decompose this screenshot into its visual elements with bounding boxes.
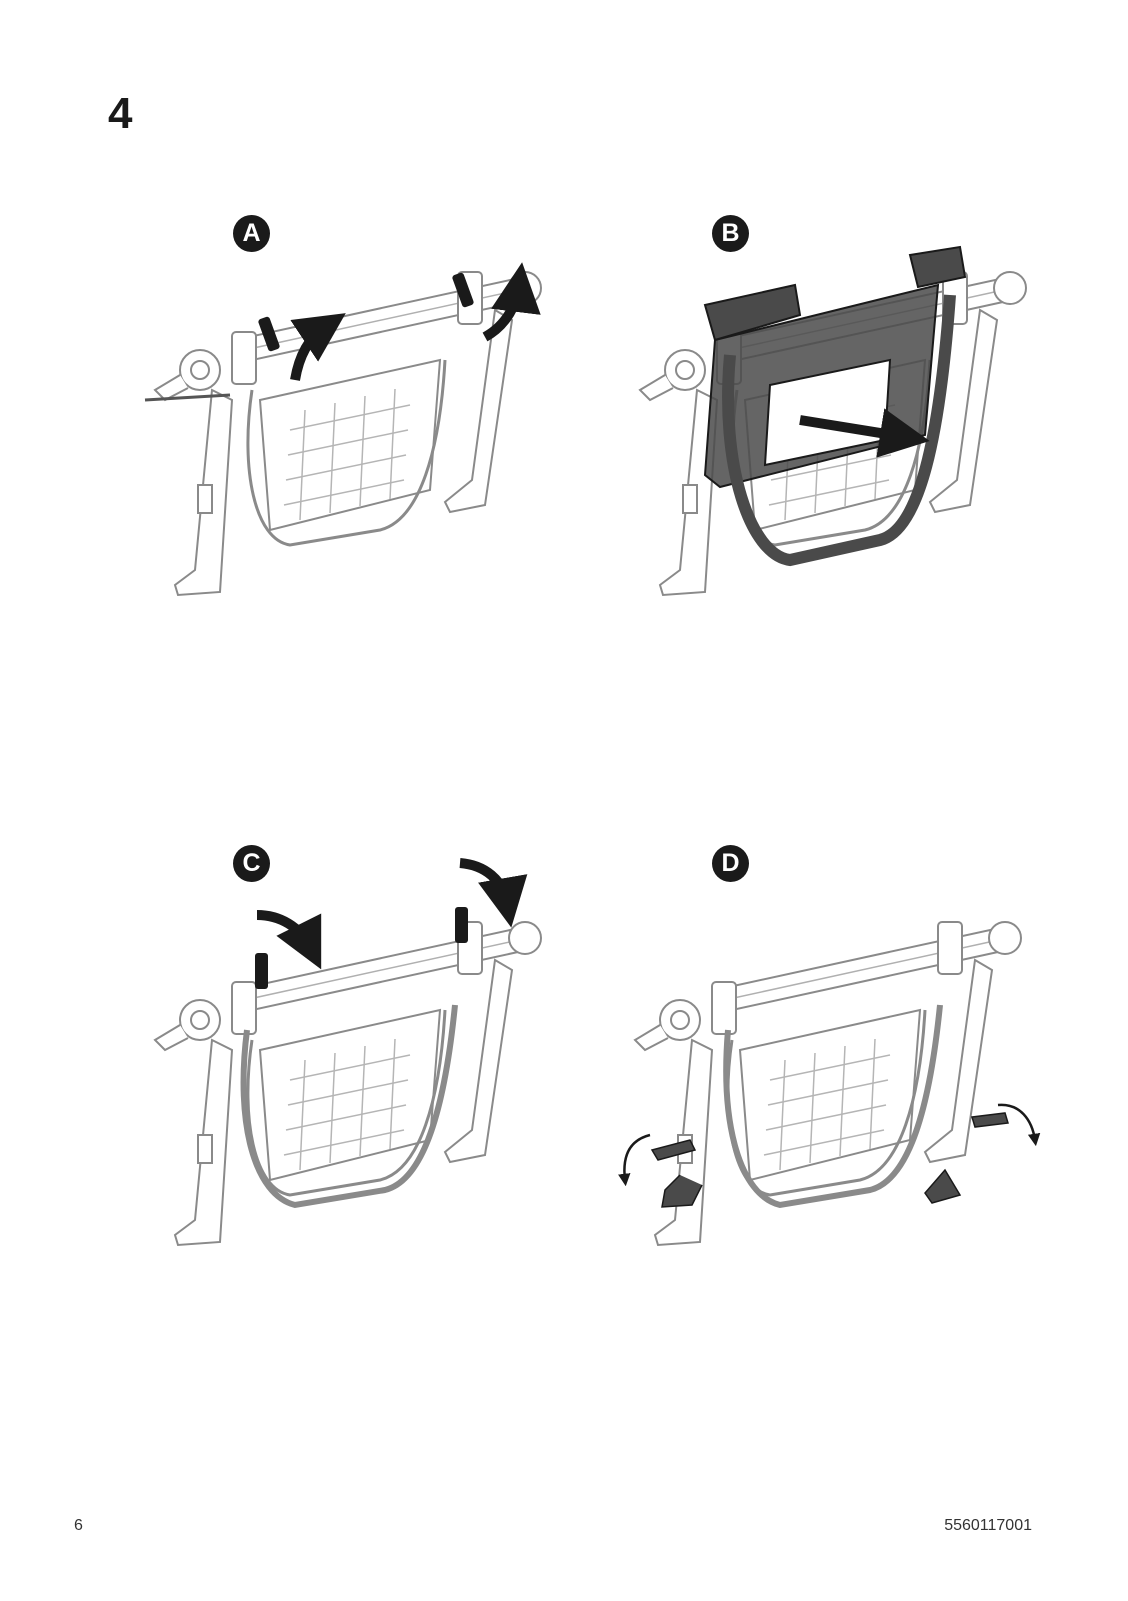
panel-label-a: A: [233, 215, 270, 252]
step-number: 4: [108, 92, 132, 136]
foot-lever-right: [972, 1113, 1008, 1127]
panel-label-c: C: [233, 845, 270, 882]
illustration-panel-d: D: [620, 855, 1060, 1275]
rack-illustration-a: [135, 225, 575, 645]
document-code: 5560117001: [944, 1517, 1032, 1535]
page-number: 6: [74, 1517, 83, 1535]
illustration-panel-a: A: [135, 225, 575, 645]
rack-illustration-c: [135, 855, 575, 1275]
illustration-panel-b: B: [620, 225, 1060, 645]
rotate-arrow-icon: [624, 1135, 650, 1180]
curved-arrow-down-icon: [460, 863, 507, 903]
panel-label-d: D: [712, 845, 749, 882]
curved-arrow-down-icon: [257, 915, 310, 947]
lever-left: [255, 953, 268, 989]
panel-label-b: B: [712, 215, 749, 252]
illustration-panel-c: C: [135, 855, 575, 1275]
lever-right: [455, 907, 468, 943]
rack-illustration-b: [620, 225, 1060, 645]
rack-illustration-d: [620, 855, 1060, 1275]
